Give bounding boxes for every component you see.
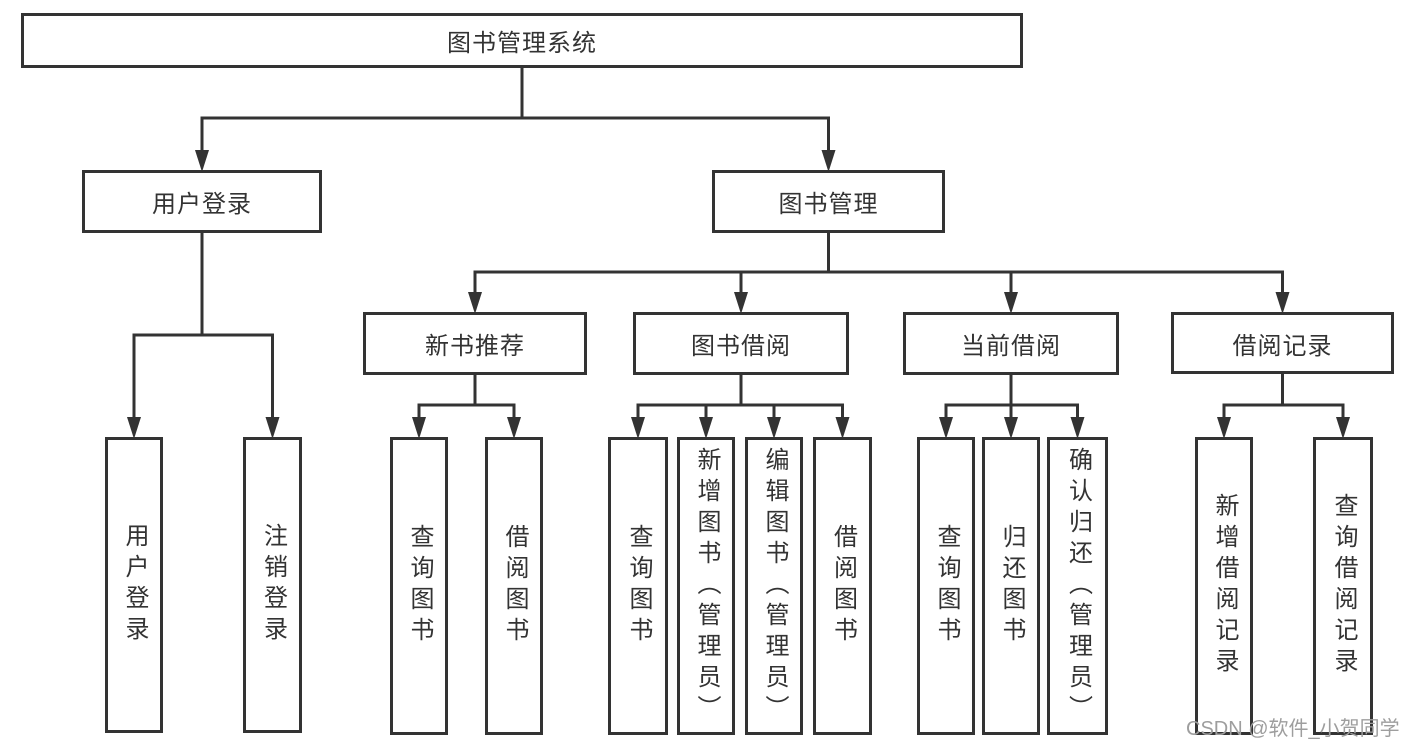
- node-label-current-borrow: 当前借阅: [961, 333, 1061, 360]
- node-add-borrow-record: 新增借阅记录: [1195, 437, 1253, 735]
- watermark: CSDN @软件_小贺同学: [1186, 718, 1400, 740]
- node-label-book-borrow: 图书借阅: [691, 333, 791, 360]
- arrowhead-down-icon: [699, 417, 713, 439]
- node-new-book-rec: 新书推荐: [363, 312, 587, 375]
- node-label-borrow-record: 借阅记录: [1232, 332, 1333, 360]
- arrowhead-down-icon: [507, 417, 521, 439]
- node-label-query-borrow-record: 查询借阅记录: [1330, 493, 1357, 679]
- node-return-books: 归还图书: [982, 437, 1040, 735]
- node-label-add-borrow-record: 新增借阅记录: [1211, 493, 1238, 679]
- node-label-logout-action: 注销登录: [259, 523, 287, 647]
- node-user-login: 用户登录: [82, 170, 322, 233]
- arrowhead-down-icon: [734, 292, 748, 314]
- arrowhead-down-icon: [767, 417, 781, 439]
- node-label-borrow-books-borrow: 借阅图书: [829, 524, 857, 648]
- node-query-books-borrow: 查询图书: [608, 437, 668, 735]
- node-label-edit-books-admin: 编辑图书（管理员）: [761, 446, 788, 726]
- arrowhead-down-icon: [412, 417, 426, 439]
- node-label-user-login-action: 用户登录: [121, 523, 148, 647]
- node-current-borrow: 当前借阅: [903, 312, 1119, 375]
- node-root: 图书管理系统: [21, 13, 1023, 68]
- node-borrow-books-rec: 借阅图书: [485, 437, 543, 735]
- arrowhead-down-icon: [939, 417, 953, 439]
- arrowhead-down-icon: [1217, 417, 1231, 439]
- node-label-query-books-rec: 查询图书: [406, 524, 433, 648]
- node-label-root: 图书管理系统: [447, 30, 597, 57]
- arrowhead-down-icon: [631, 417, 645, 439]
- node-add-books-admin: 新增图书（管理员）: [677, 437, 735, 735]
- node-logout-action: 注销登录: [243, 437, 302, 733]
- node-label-book-mgmt: 图书管理: [778, 191, 879, 218]
- arrowhead-down-icon: [1070, 417, 1085, 439]
- arrowhead-down-icon: [127, 417, 141, 439]
- node-confirm-return-admin: 确认归还（管理员）: [1047, 437, 1108, 735]
- node-borrow-books-borrow: 借阅图书: [813, 437, 872, 735]
- arrowhead-down-icon: [1004, 292, 1018, 314]
- arrowhead-down-icon: [1004, 417, 1018, 439]
- arrowhead-down-icon: [835, 417, 850, 439]
- node-query-books-current: 查询图书: [917, 437, 975, 735]
- node-label-borrow-books-rec: 借阅图书: [501, 524, 528, 648]
- node-book-mgmt: 图书管理: [712, 170, 945, 233]
- node-query-books-rec: 查询图书: [390, 437, 448, 735]
- node-book-borrow: 图书借阅: [633, 312, 849, 375]
- node-edit-books-admin: 编辑图书（管理员）: [745, 437, 803, 735]
- arrowhead-down-icon: [468, 292, 482, 314]
- node-label-add-books-admin: 新增图书（管理员）: [693, 446, 720, 726]
- node-query-borrow-record: 查询借阅记录: [1313, 437, 1373, 735]
- node-label-query-books-current: 查询图书: [933, 524, 960, 648]
- node-label-confirm-return-admin: 确认归还（管理员）: [1064, 446, 1092, 726]
- arrowhead-down-icon: [195, 150, 209, 172]
- arrowhead-down-icon: [1275, 292, 1290, 314]
- arrowhead-down-icon: [265, 417, 280, 439]
- node-label-return-books: 归还图书: [998, 524, 1025, 648]
- node-borrow-record: 借阅记录: [1171, 312, 1394, 374]
- node-label-query-books-borrow: 查询图书: [625, 524, 652, 648]
- node-label-new-book-rec: 新书推荐: [425, 333, 525, 360]
- arrowhead-down-icon: [821, 150, 836, 172]
- arrowhead-down-icon: [1336, 417, 1350, 439]
- node-user-login-action: 用户登录: [105, 437, 163, 733]
- node-label-user-login: 用户登录: [152, 191, 252, 218]
